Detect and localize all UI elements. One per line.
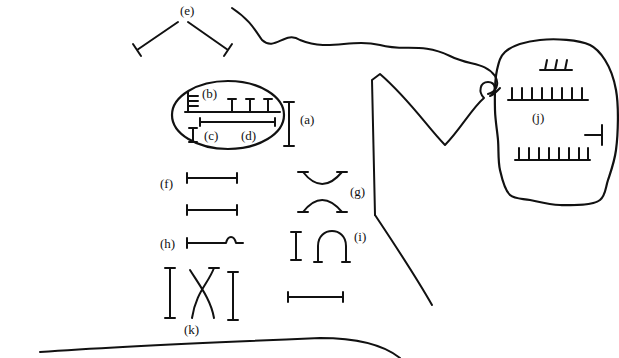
bar-symbol bbox=[187, 237, 243, 248]
oval-region: (b) (c) (d) bbox=[171, 80, 285, 150]
part-letter: (i) bbox=[354, 229, 366, 244]
bar-symbol bbox=[185, 99, 280, 112]
tick-row bbox=[515, 148, 590, 160]
bar-symbol bbox=[200, 118, 275, 126]
bar-symbol bbox=[291, 232, 301, 260]
outline-line bbox=[375, 215, 432, 305]
oval-outline bbox=[172, 81, 284, 149]
twist-symbol bbox=[190, 268, 219, 318]
bar-symbol bbox=[165, 268, 175, 318]
outline-shape bbox=[494, 38, 616, 208]
tick-row bbox=[508, 88, 588, 100]
bar-symbol bbox=[228, 272, 238, 320]
outline-line bbox=[40, 338, 400, 358]
arc-symbol bbox=[298, 172, 347, 184]
part-letter: (f) bbox=[160, 176, 173, 191]
outline-shape bbox=[171, 80, 285, 150]
arc-symbol bbox=[298, 200, 347, 212]
tick-row bbox=[540, 60, 572, 70]
part-letter: (b) bbox=[202, 86, 217, 101]
part-letter: (c) bbox=[204, 128, 218, 143]
outline-line bbox=[232, 8, 497, 94]
bar-symbol bbox=[288, 292, 343, 302]
part-letter: (k) bbox=[184, 322, 199, 337]
bar-symbol bbox=[187, 205, 237, 215]
outline-lines bbox=[40, 8, 500, 358]
cell-outline-path bbox=[495, 39, 618, 205]
part-letter: (e) bbox=[180, 3, 194, 18]
part-letter: (a) bbox=[300, 112, 314, 127]
outline-line bbox=[372, 74, 500, 215]
hatch-symbol bbox=[188, 92, 198, 112]
arch-symbol bbox=[314, 231, 350, 262]
bar-symbol bbox=[284, 102, 294, 146]
bar-symbol bbox=[585, 125, 602, 145]
part-letter: (g) bbox=[350, 184, 365, 199]
bar-symbols bbox=[133, 22, 350, 320]
part-letter: (d) bbox=[241, 128, 256, 143]
part-letter: (h) bbox=[160, 236, 175, 251]
bar-symbol bbox=[187, 173, 237, 183]
cell-outline: (j) bbox=[494, 38, 616, 208]
part-letter: (j) bbox=[532, 110, 544, 125]
bar-symbol bbox=[133, 22, 232, 56]
cell-contents bbox=[508, 60, 602, 160]
